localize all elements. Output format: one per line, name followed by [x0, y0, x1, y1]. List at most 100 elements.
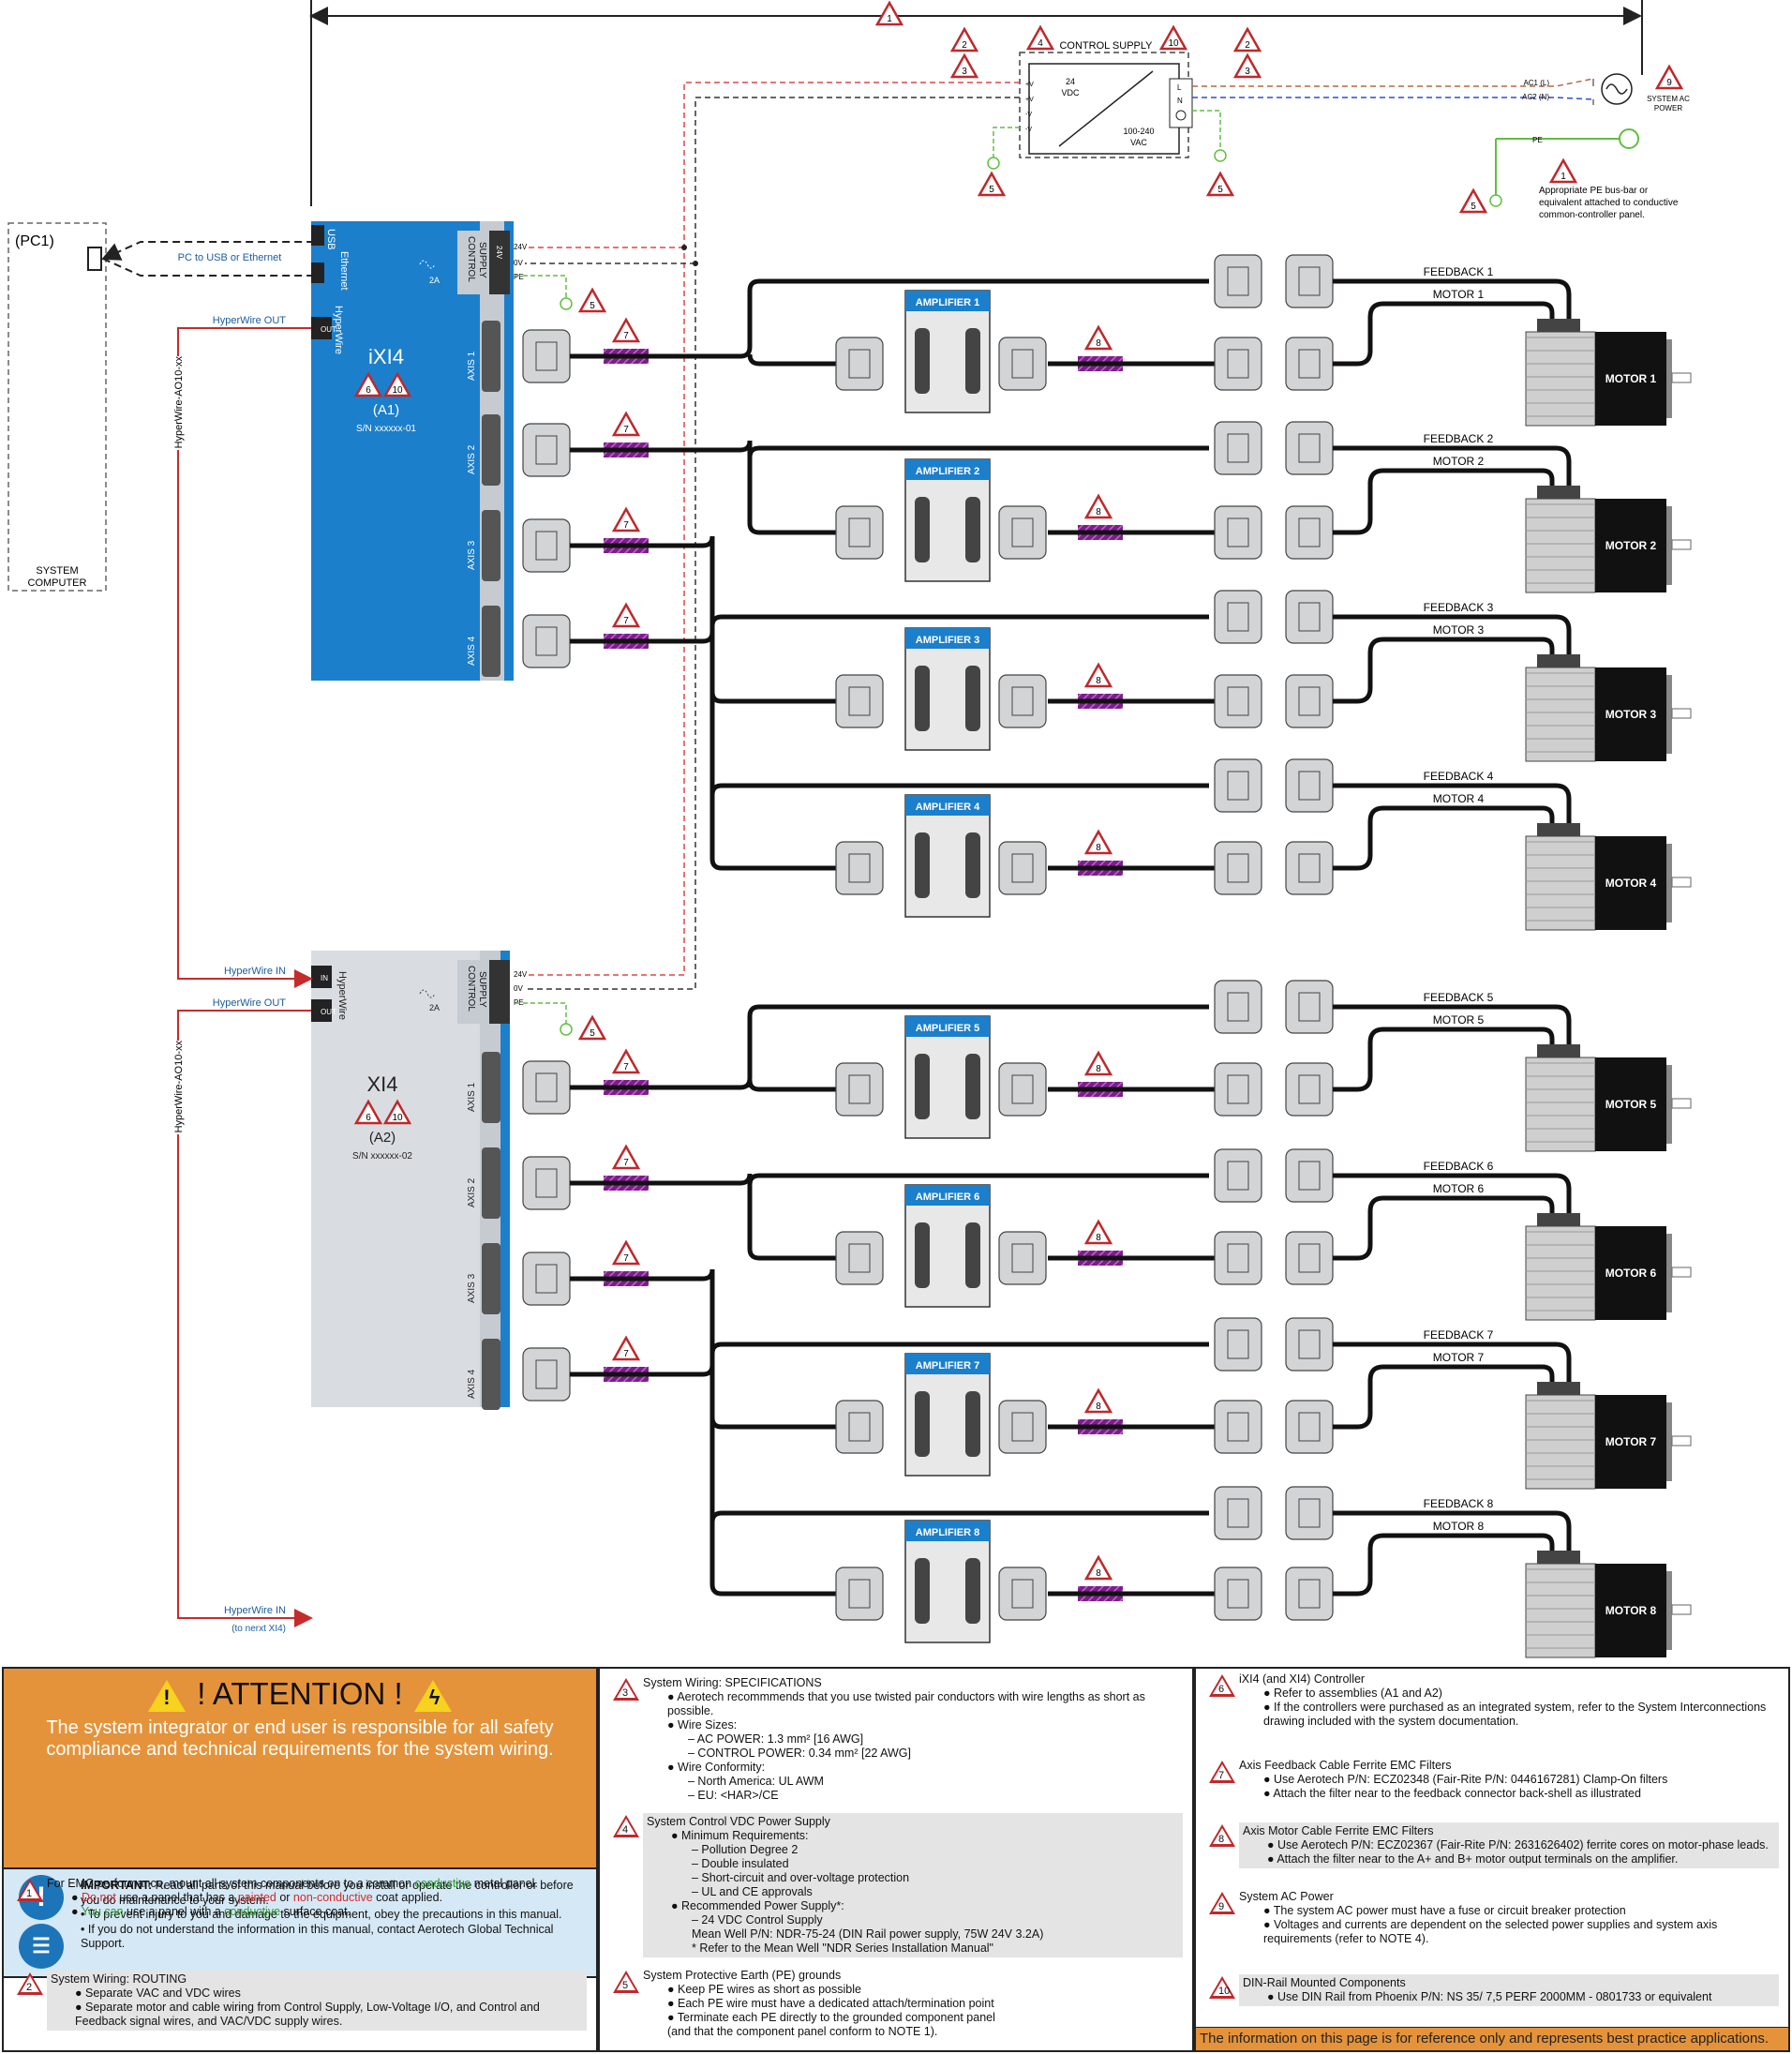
n2-l2: ● Separate motor and cable wiring from C… [75, 2001, 540, 2028]
motor-connector-a-7 [1214, 1400, 1262, 1454]
pc-computer-text: COMPUTER [28, 577, 87, 589]
svg-text:7: 7 [623, 331, 629, 341]
feedback-connector-a-7 [1214, 1317, 1262, 1372]
n4-l9: * Refer to the Mean Well "NDR Series Ins… [692, 1942, 993, 1955]
svg-text:2: 2 [1245, 40, 1250, 51]
svg-text:AMPLIFIER 3: AMPLIFIER 3 [916, 635, 979, 646]
feedback-connector-b-5 [1285, 980, 1334, 1034]
pe-note-c: common-controller panel. [1539, 210, 1645, 220]
v24-vert-1: 24V [495, 246, 503, 260]
n7-l1: ● Use Aerotech P/N: ECZ02348 (Fair-Rite … [1263, 1773, 1668, 1786]
n6-l2: ● If the controllers were purchased as a… [1263, 1701, 1767, 1728]
ethernet-text-1: Ethernet [338, 251, 350, 291]
amplifier-4: AMPLIFIER 4 [904, 794, 991, 918]
pe-text-1: PE [514, 273, 524, 281]
note-5: 5 System Protective Earth (PE) grounds ●… [600, 1969, 1192, 2039]
controller-ixi4: OUT USB Ethernet HyperWire 2A CONTROL SU… [311, 221, 528, 681]
pc-port-icon [87, 247, 102, 271]
v24-text-1: 24V [514, 243, 528, 251]
svg-text:8: 8 [1096, 1064, 1101, 1074]
marker-1-pe: 1 [1548, 157, 1578, 184]
n3-l6: – North America: UL AWM [688, 1775, 824, 1788]
supply-text-1: SUPPLY [477, 242, 487, 278]
n3-title: System Wiring: SPECIFICATIONS [643, 1676, 822, 1689]
ac1-label: AC1 (L) [1523, 79, 1549, 87]
axis-label-7: AXIS 3 [467, 1273, 477, 1303]
axis-cable-connector-3 [522, 518, 571, 573]
marker-2-right: 2 [1232, 26, 1262, 52]
n1-green: conductive [414, 1877, 471, 1890]
axis-label-3: AXIS 3 [467, 540, 477, 570]
svg-text:AMPLIFIER 6: AMPLIFIER 6 [916, 1192, 979, 1203]
axis-label-6: AXIS 2 [467, 1177, 477, 1207]
amplifier-2: AMPLIFIER 2 [904, 458, 991, 582]
svg-text:6: 6 [366, 1113, 371, 1123]
motor-connector-a-2 [1214, 505, 1262, 560]
marker-7-axis-6: 7 [611, 1144, 641, 1170]
axis-cable-connector-2 [522, 423, 571, 477]
v24-text-2: 24V [514, 970, 528, 979]
svg-text:7: 7 [623, 425, 629, 435]
svg-text:4: 4 [1038, 38, 1043, 49]
n4-l2: – Pollution Degree 2 [692, 1843, 799, 1856]
pc-link-label: PC to USB or Ethernet [178, 252, 282, 263]
motor-connector-b-3 [1285, 674, 1334, 728]
feedback-connector-b-3 [1285, 590, 1334, 644]
feedback-connector-b-8 [1285, 1486, 1334, 1540]
note-8-marker: 8 [1218, 1834, 1225, 1845]
feedback-label-4: FEEDBACK 4 [1424, 770, 1494, 783]
marker-5-ctrl2: 5 [577, 1014, 607, 1041]
note-1-marker: 1 [26, 1888, 33, 1899]
important-3: • If you do not understand the informati… [81, 1922, 554, 1951]
svg-text:AMPLIFIER 1: AMPLIFIER 1 [916, 297, 979, 308]
axis-label-5: AXIS 1 [467, 1082, 477, 1112]
marker-5-pe: 5 [1458, 187, 1488, 214]
n4-l7: – 24 VDC Control Supply [692, 1913, 823, 1927]
svg-text:5: 5 [590, 301, 595, 311]
motor-connector-b-4 [1285, 841, 1334, 895]
supply-pin-n: N [1177, 97, 1183, 105]
motor-connector-b-1 [1285, 337, 1334, 391]
svg-text:5: 5 [1471, 202, 1476, 212]
n8-title: Axis Motor Cable Ferrite EMC Filters [1243, 1824, 1434, 1837]
svg-text:7: 7 [623, 1349, 629, 1359]
fuse-text-1: 2A [429, 276, 440, 285]
motor-connector-b-2 [1285, 505, 1334, 560]
axis-port-7 [482, 1243, 500, 1314]
supply-vac-b: VAC [1130, 138, 1147, 147]
supply-pin-1: +V [1025, 82, 1034, 88]
n1-c-red3: non-conductive [292, 1891, 373, 1904]
n1-c1: ● [71, 1891, 82, 1904]
amp-in-connector-7 [835, 1400, 884, 1454]
feedback-connector-b-6 [1285, 1148, 1334, 1203]
marker-7-axis-8: 7 [611, 1335, 641, 1361]
motor-6: MOTOR 6 [1525, 1213, 1692, 1321]
svg-text:MOTOR 7: MOTOR 7 [1605, 1435, 1657, 1448]
note-6: 6 iXI4 (and XI4) Controller ● Refer to a… [1196, 1672, 1788, 1729]
svg-text:8: 8 [1096, 507, 1101, 517]
n4-l1: ● Minimum Requirements: [671, 1829, 809, 1842]
svg-text:8: 8 [1096, 1233, 1101, 1243]
motor-5: MOTOR 5 [1525, 1044, 1692, 1152]
marker-5-dc: 5 [977, 171, 1007, 197]
feedback-connector-a-1 [1214, 254, 1262, 308]
svg-text:7: 7 [623, 616, 629, 626]
svg-text:5: 5 [1217, 185, 1223, 195]
motor-cable-label-2: MOTOR 2 [1433, 455, 1485, 468]
axis-cable-connector-1 [522, 329, 571, 383]
important-label: IMPORTANT: [81, 1879, 153, 1892]
axis-cable-connector-4 [522, 614, 571, 668]
axis-cable-connector-7 [522, 1252, 571, 1306]
n1-d1: ● [71, 1905, 82, 1918]
marker-7-axis-2: 7 [611, 411, 641, 437]
amp-in-connector-4 [835, 841, 884, 895]
controller-sn-2: S/N xxxxxx-02 [352, 1151, 412, 1162]
feedback-connector-a-5 [1214, 980, 1262, 1034]
marker-4-supply: 4 [1025, 24, 1055, 51]
svg-text:10: 10 [392, 1113, 403, 1123]
ac2-label: AC2 (N) [1522, 93, 1549, 101]
motor-8: MOTOR 8 [1525, 1551, 1692, 1658]
n9-title: System AC Power [1239, 1890, 1334, 1903]
svg-text:MOTOR 8: MOTOR 8 [1605, 1604, 1657, 1617]
wiring-diagram: (PC1) SYSTEM COMPUTER PC to USB or Ether… [7, 0, 1692, 1658]
